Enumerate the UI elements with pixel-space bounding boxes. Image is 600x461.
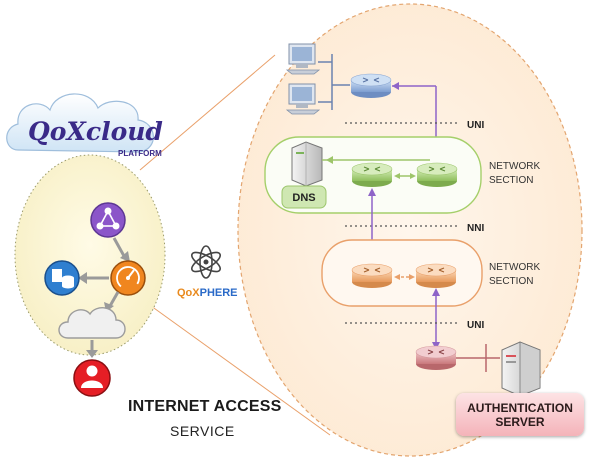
server-icon: [291, 141, 323, 187]
network-section-2-label: SECTION: [489, 276, 533, 287]
router-icon: [415, 263, 457, 288]
nni-label: NNI: [467, 223, 484, 234]
network-section-2: [321, 239, 483, 307]
router-icon: [351, 263, 393, 288]
arrow-head: [394, 173, 400, 179]
service-title: INTERNET ACCESS: [128, 398, 282, 415]
logo-text: QoXcloud: [28, 117, 163, 146]
arrow-head: [326, 156, 333, 164]
network-section-1-label: NETWORK: [489, 161, 540, 172]
uni-top-label: UNI: [467, 120, 484, 131]
arrow-head: [120, 251, 130, 262]
uni-bottom-label: UNI: [467, 320, 484, 331]
cloud-icon: [58, 307, 126, 339]
arrow-head: [432, 288, 440, 296]
platform-zone: [14, 154, 166, 356]
atom-icon: [191, 245, 221, 279]
logo-platform-text: PLATFORM: [118, 149, 162, 158]
network-zone: [237, 3, 583, 457]
router-icon: [415, 345, 457, 370]
speedometer-icon: [110, 260, 146, 296]
arrow-meter-to-cloud: [108, 291, 120, 307]
arrow-head: [394, 274, 400, 280]
arrow-head: [86, 350, 98, 358]
arrow-head: [392, 82, 399, 90]
arrow-head: [410, 173, 416, 179]
router-icon: [351, 162, 393, 187]
dns-label: DNS: [292, 192, 315, 204]
network-section-2-label: NETWORK: [489, 262, 540, 273]
auth-label-line2: SERVER: [495, 414, 545, 429]
user-icon: [73, 359, 111, 397]
server-icon: [501, 341, 541, 397]
pc-icon: [285, 43, 321, 75]
qoxphere-label: QoXPHERE: [177, 287, 238, 299]
arrow-head: [368, 188, 376, 196]
network-section-1-label: SECTION: [489, 175, 533, 186]
database-icon: [44, 260, 80, 296]
auth-label-line1: AUTHENTICATION: [467, 400, 573, 415]
arrow-head: [78, 272, 87, 284]
zoom-line-bottom: [139, 297, 331, 436]
qoxcloud-logo: QoXcloud PLATFORM: [6, 93, 163, 158]
router-icon: [416, 162, 458, 187]
arrow-head: [409, 274, 415, 280]
router-icon: [350, 73, 392, 98]
share-icon: [90, 202, 126, 238]
authentication-server-box: AUTHENTICATION SERVER: [456, 393, 584, 436]
service-subtitle: SERVICE: [170, 423, 235, 439]
zoom-line-top: [139, 54, 276, 171]
pc-icon: [285, 83, 321, 115]
dns-badge: [281, 185, 327, 209]
arrow-share-to-meter: [112, 237, 126, 257]
